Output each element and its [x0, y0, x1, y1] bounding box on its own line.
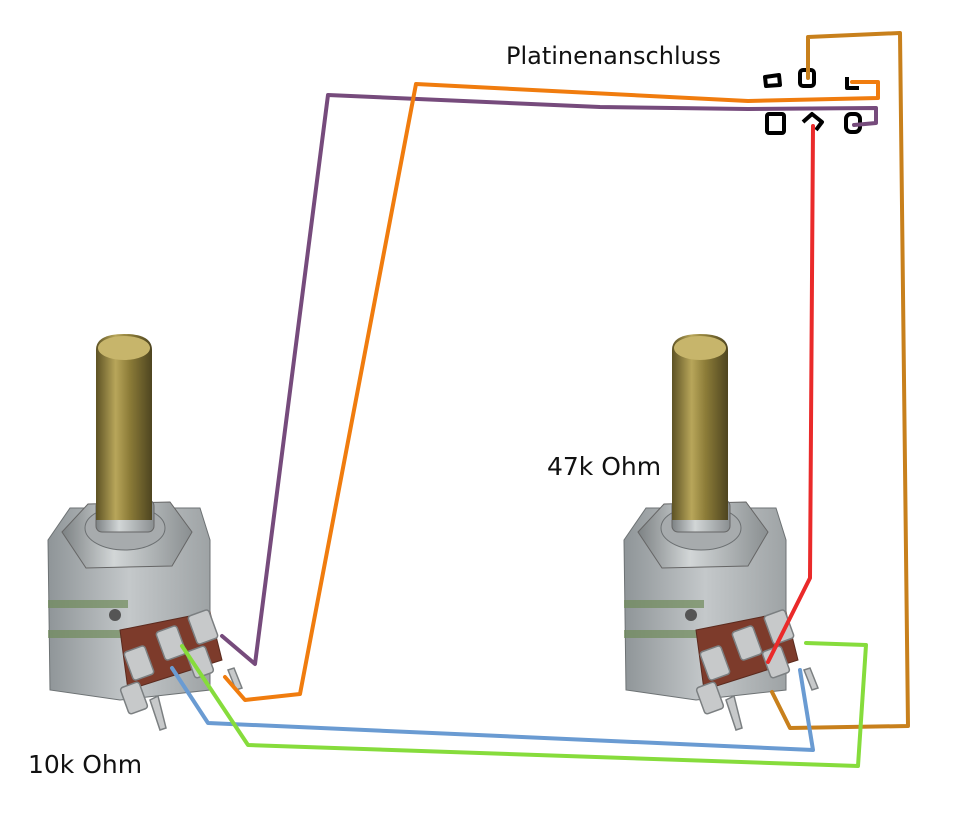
wire-blue: [170, 666, 815, 752]
wire-dark-orange: [770, 31, 910, 730]
pad-bottom-middle: [801, 112, 824, 132]
board-connector-label: Platinenanschluss: [506, 42, 721, 70]
pad-bottom-left: [765, 112, 786, 135]
pot-10k-label: 10k Ohm: [28, 750, 143, 779]
board-connector: [763, 68, 862, 135]
wire-orange: [223, 80, 880, 702]
pot-47k-label: 47k Ohm: [547, 452, 662, 481]
wire-green: [180, 641, 868, 768]
potentiometer-10k: [47, 334, 243, 731]
pad-top-left: [763, 73, 782, 88]
wire-purple: [220, 93, 878, 666]
potentiometer-47k: [623, 334, 819, 731]
pad-top-right: [845, 77, 859, 90]
wire-red: [766, 124, 815, 664]
